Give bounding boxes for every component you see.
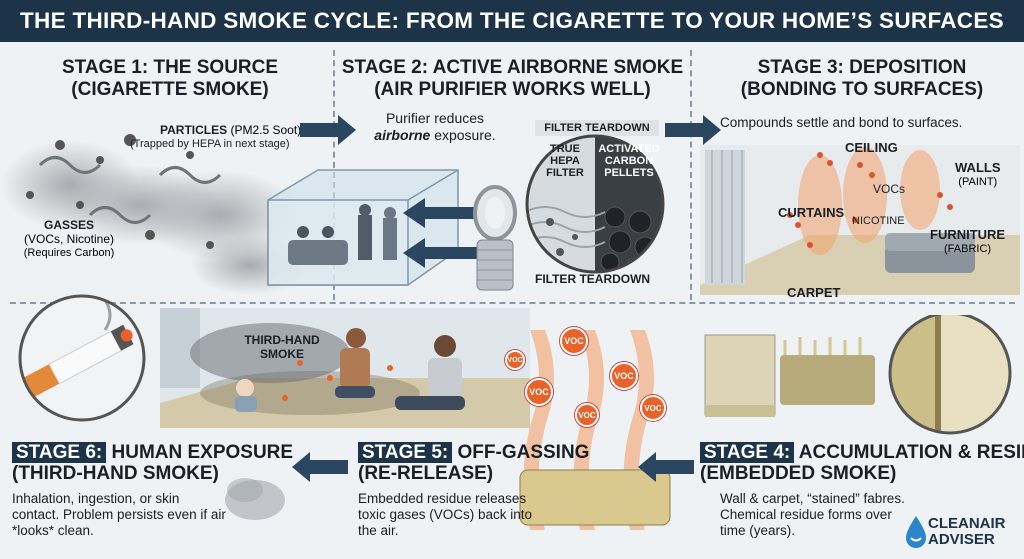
particles-label: PARTICLES (PM2.5 Soot) (160, 123, 301, 137)
carbon-filter-label: ACTIVATED CARBON PELLETS (598, 143, 660, 179)
brand-line1: CLEANAIR (928, 515, 1006, 532)
voc-particle: VOC (560, 327, 588, 355)
walls-sub: (PAINT) (958, 176, 998, 188)
purifier-airflow-arrows (403, 198, 481, 268)
furniture-label: FURNITURE (FABRIC) (930, 227, 1005, 257)
stage2-heading-line2: (AIR PURIFIER WORKS WELL) (374, 79, 651, 100)
page-title: THE THIRD-HAND SMOKE CYCLE: FROM THE CIG… (0, 0, 1024, 42)
stage4-heading-rest: ACCUMULATION & RESIDUE (798, 442, 1024, 463)
ceiling-label: CEILING (845, 140, 898, 155)
particles-title: PARTICLES (160, 123, 228, 137)
stage4-description: Wall & carpet, “stained” fabres. Chemica… (720, 491, 905, 538)
stage4-heading-line2: (EMBEDDED SMOKE) (700, 463, 897, 484)
stage5-description: Embedded residue releases toxic gases (V… (358, 491, 533, 538)
stage1-heading-line2: (CIGARETTE SMOKE) (71, 79, 269, 100)
walls-title: WALLS (955, 160, 1001, 175)
hepa-filter-label: TRUE HEPA FILTER (546, 143, 584, 179)
stage5-heading: STAGE 5: OFF-GASSING (RE-RELEASE) (358, 442, 589, 484)
curtains-label: CURTAINS (778, 205, 845, 220)
particles-note: (Trapped by HEPA in next stage) (130, 138, 290, 150)
filter-teardown-title: FILTER TEARDOWN (535, 120, 659, 136)
carpet-label: CARPET (787, 285, 841, 300)
stage2-text-line1: Purifier reduces (385, 110, 485, 126)
stage6-badge: STAGE 6: (12, 442, 107, 463)
stage5-heading-line2: (RE-RELEASE) (358, 463, 494, 484)
air-purifier-icon (473, 185, 517, 291)
voc-particle: VOC (505, 350, 525, 370)
stage1-heading: STAGE 1: THE SOURCE (CIGARETTE SMOKE) (30, 57, 310, 101)
filter-teardown-circle (525, 134, 665, 274)
living-room-scene (160, 308, 530, 428)
divider-upper-lower (10, 302, 1015, 304)
stage4-heading: STAGE 4: ACCUMULATION & RESIDUE (EMBEDDE… (700, 442, 1024, 484)
voc-particle: VOC (525, 378, 553, 406)
stage5-badge: STAGE 5: (358, 442, 453, 463)
arrow-stage2-to-3 (665, 115, 721, 145)
thirdhand-smoke-label: THIRD-HAND SMOKE (244, 333, 320, 361)
stage3-heading-line2: (BONDING TO SURFACES) (740, 79, 984, 100)
gasses-label: GASSES (VOCs, Nicotine) (Requires Carbon… (14, 218, 124, 260)
stage5-heading-rest: OFF-GASSING (452, 442, 590, 463)
nicotine-label: NICOTINE (852, 215, 905, 227)
vocs-label: VOCs (873, 182, 906, 196)
stage2-heading: STAGE 2: ACTIVE AIRBORNE SMOKE (AIR PURI… (340, 57, 685, 101)
stage6-heading-rest: HUMAN EXPOSURE (106, 442, 294, 463)
stage2-heading-line1: STAGE 2: ACTIVE AIRBORNE SMOKE (341, 57, 684, 78)
voc-particle: VOC (610, 362, 638, 390)
stage2-description: Purifier reduces airborne exposure. (365, 110, 505, 144)
stage1-heading-line1: STAGE 1: THE SOURCE (61, 57, 279, 78)
brand-line2: ADVISER (928, 531, 995, 548)
cleanair-droplet-icon (906, 516, 926, 548)
residue-materials (704, 315, 1012, 435)
divider-stage2-3 (690, 50, 692, 300)
gasses-sub: (VOCs, Nicotine) (23, 232, 115, 246)
furniture-title: FURNITURE (930, 227, 1006, 242)
offgassing-plumes (519, 330, 671, 530)
stage4-badge: STAGE 4: (700, 442, 795, 463)
arrow-stage4-to-5 (638, 452, 694, 482)
arrow-stage5-to-6 (292, 452, 348, 482)
stage6-description: Inhalation, ingestion, or skin contact. … (12, 491, 226, 538)
stage3-heading-line1: STAGE 3: DEPOSITION (757, 57, 967, 78)
walls-label: WALLS (PAINT) (955, 160, 1001, 190)
stage6-heading: STAGE 6: HUMAN EXPOSURE (THIRD-HAND SMOK… (12, 442, 293, 484)
stage3-heading: STAGE 3: DEPOSITION (BONDING TO SURFACES… (700, 57, 1024, 101)
stage1-smoke-illustration (0, 134, 310, 295)
arrow-stage1-to-2 (300, 115, 356, 145)
cigarette-closeup (18, 294, 146, 422)
particles-sub: (PM2.5 Soot) (230, 123, 302, 137)
voc-particle: VOC (640, 395, 666, 421)
stage2-text-rest: exposure. (430, 127, 496, 143)
stage3-description: Compounds settle and bond to surfaces. (720, 115, 963, 130)
brand-logo-text: CLEANAIR ADVISER (928, 516, 1006, 548)
gasses-title: GASSES (43, 218, 94, 232)
stage2-text-line2: airborne exposure. (365, 127, 505, 144)
furniture-sub: (FABRIC) (944, 243, 992, 255)
filter-teardown-bottom-label: FILTER TEARDOWN (535, 272, 651, 286)
stage2-text-emphasis: airborne (374, 127, 431, 143)
room-deposition-illustration (700, 145, 1020, 295)
stage6-heading-line2: (THIRD-HAND SMOKE) (12, 463, 219, 484)
gasses-note: (Requires Carbon) (23, 247, 115, 259)
voc-particle: VOC (575, 403, 599, 427)
smoke-wisp-icon (225, 478, 285, 520)
